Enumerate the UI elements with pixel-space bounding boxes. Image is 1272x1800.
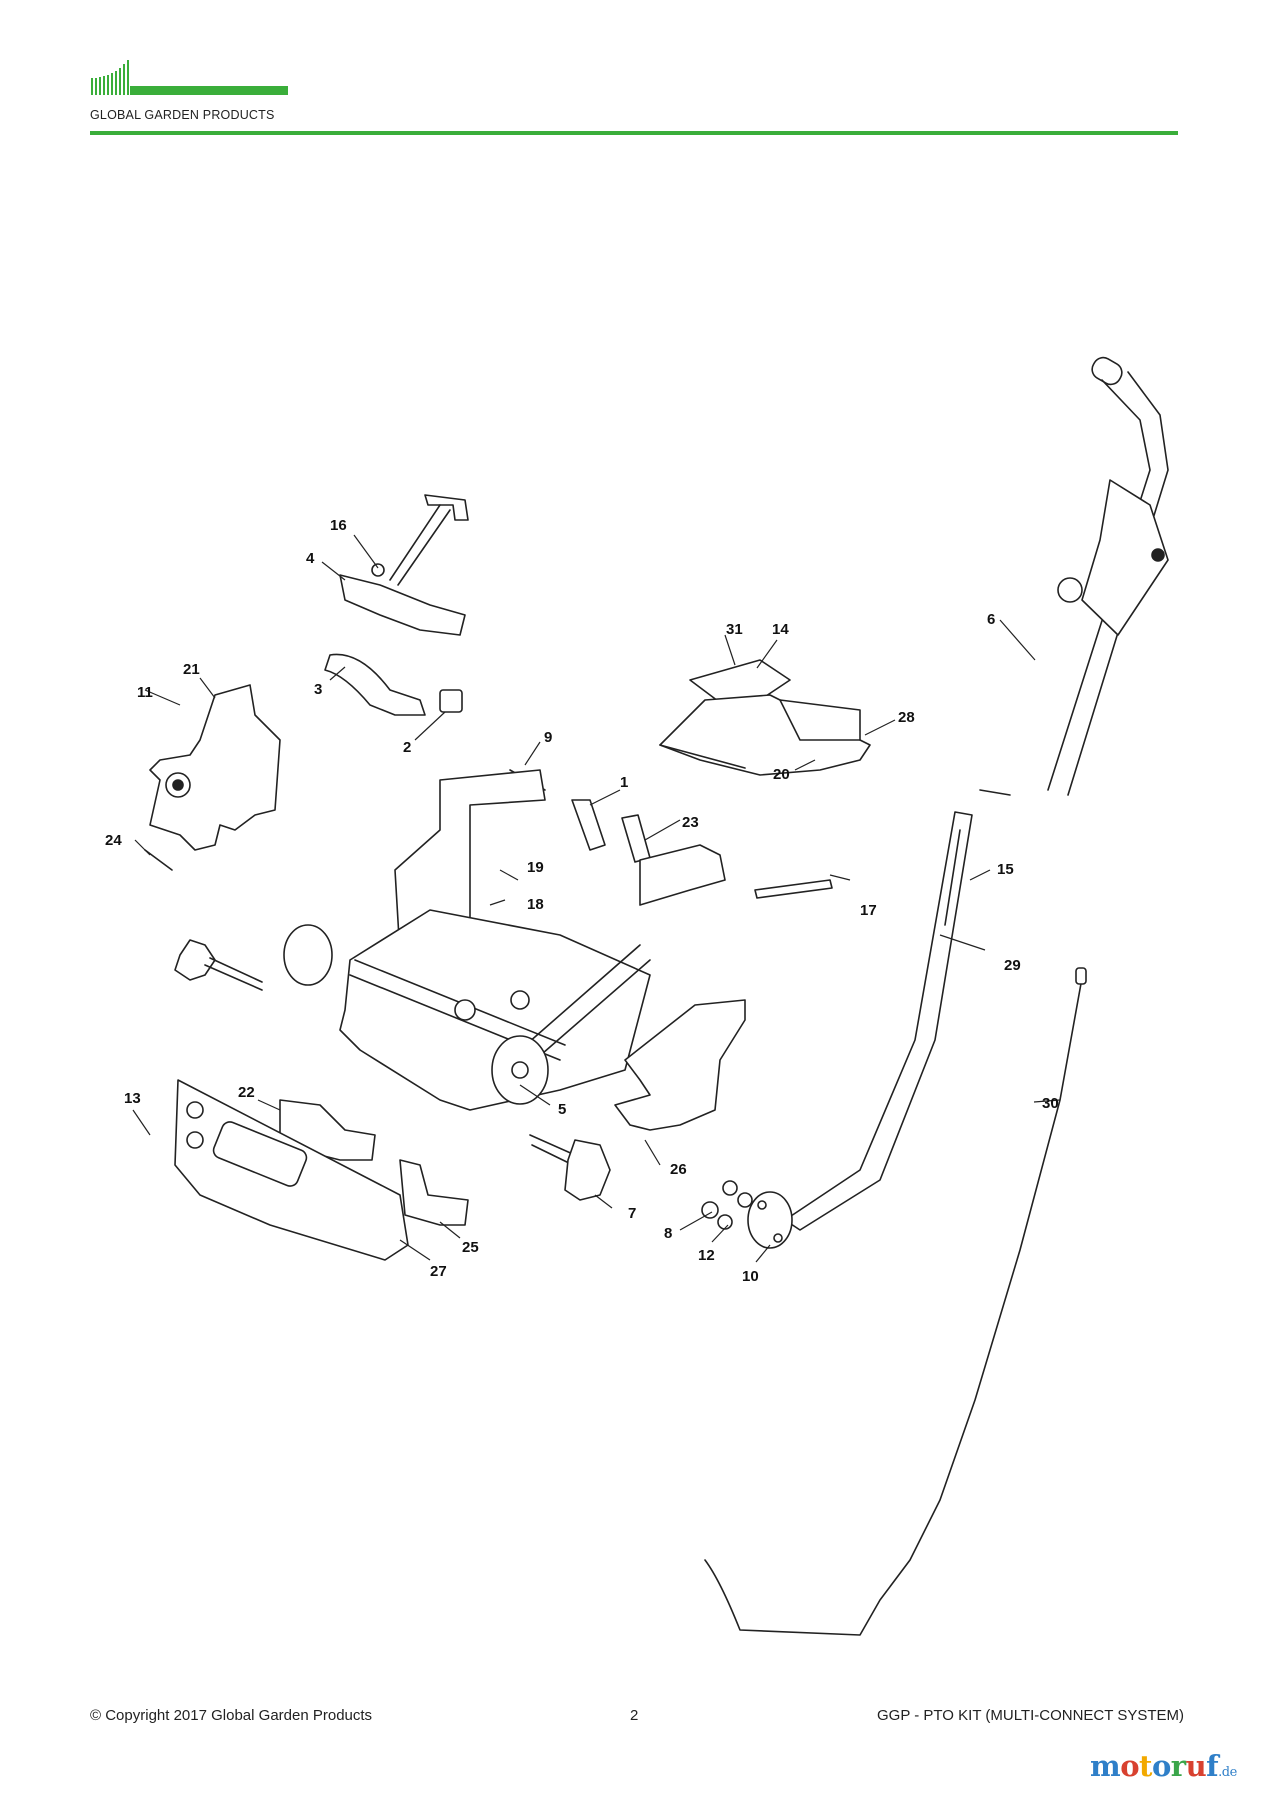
callout-24: 24 bbox=[105, 832, 122, 849]
callout-30: 30 bbox=[1042, 1095, 1059, 1112]
callout-1: 1 bbox=[620, 774, 628, 791]
rod-17 bbox=[754, 879, 833, 899]
callout-19: 19 bbox=[527, 859, 544, 876]
callout-22: 22 bbox=[238, 1084, 255, 1101]
callout-16: 16 bbox=[330, 517, 347, 534]
watermark-letter: u bbox=[1185, 1749, 1207, 1783]
watermark-letter: m bbox=[1090, 1749, 1121, 1783]
callout-20: 20 bbox=[773, 766, 790, 783]
curved-tube bbox=[324, 653, 463, 716]
callout-14: 14 bbox=[772, 621, 789, 638]
callout-29: 29 bbox=[1004, 957, 1021, 974]
callout-9: 9 bbox=[544, 729, 552, 746]
main-frame bbox=[339, 769, 726, 1111]
callout-18: 18 bbox=[527, 896, 544, 913]
watermark-letter: r bbox=[1170, 1749, 1186, 1783]
callout-28: 28 bbox=[898, 709, 915, 726]
callout-23: 23 bbox=[682, 814, 699, 831]
washers bbox=[701, 1180, 753, 1230]
watermark-letter: o bbox=[1120, 1749, 1140, 1783]
lower-lever-rod bbox=[784, 811, 973, 1231]
footer-page-number: 2 bbox=[630, 1707, 639, 1724]
top-right-plates bbox=[659, 659, 871, 776]
bracket-25 bbox=[399, 1159, 469, 1226]
motoruf-watermark: motoruf.de bbox=[1090, 1749, 1237, 1783]
callout-6: 6 bbox=[987, 611, 995, 628]
callout-31: 31 bbox=[726, 621, 743, 638]
right-knob bbox=[529, 1134, 611, 1201]
curved-plate bbox=[614, 999, 746, 1131]
callout-5: 5 bbox=[558, 1101, 566, 1118]
callout-25: 25 bbox=[462, 1239, 479, 1256]
flange-10 bbox=[747, 1191, 793, 1249]
cable bbox=[704, 977, 1083, 1636]
callout-3: 3 bbox=[314, 681, 322, 698]
watermark-letter: t bbox=[1139, 1749, 1152, 1783]
pedal-assembly bbox=[339, 494, 469, 636]
global-garden-products-logo bbox=[91, 60, 288, 95]
callout-10: 10 bbox=[742, 1268, 759, 1285]
watermark-letter: f bbox=[1206, 1749, 1219, 1783]
footer-document-title: GGP - PTO KIT (MULTI-CONNECT SYSTEM) bbox=[877, 1707, 1184, 1724]
callout-13: 13 bbox=[124, 1090, 141, 1107]
flange-disc-left bbox=[283, 924, 333, 986]
callout-17: 17 bbox=[860, 902, 877, 919]
left-knob bbox=[174, 939, 263, 991]
callout-7: 7 bbox=[628, 1205, 636, 1222]
callout-4: 4 bbox=[306, 550, 315, 567]
brand-name: GLOBAL GARDEN PRODUCTS bbox=[90, 108, 275, 122]
callout-15: 15 bbox=[997, 861, 1014, 878]
callout-11: 11 bbox=[137, 684, 153, 701]
header-rule bbox=[90, 131, 1178, 135]
footer-copyright: © Copyright 2017 Global Garden Products bbox=[90, 1707, 373, 1724]
left-bracket-plate bbox=[144, 684, 281, 871]
upper-lever-handle bbox=[979, 356, 1169, 796]
watermark-letter: o bbox=[1151, 1749, 1171, 1783]
callout-8: 8 bbox=[664, 1225, 672, 1242]
watermark-tld: .de bbox=[1218, 1765, 1237, 1780]
callout-21: 21 bbox=[183, 661, 200, 678]
callout-2: 2 bbox=[403, 739, 411, 756]
callout-26: 26 bbox=[670, 1161, 687, 1178]
callout-27: 27 bbox=[430, 1263, 447, 1280]
callout-12: 12 bbox=[698, 1247, 715, 1264]
